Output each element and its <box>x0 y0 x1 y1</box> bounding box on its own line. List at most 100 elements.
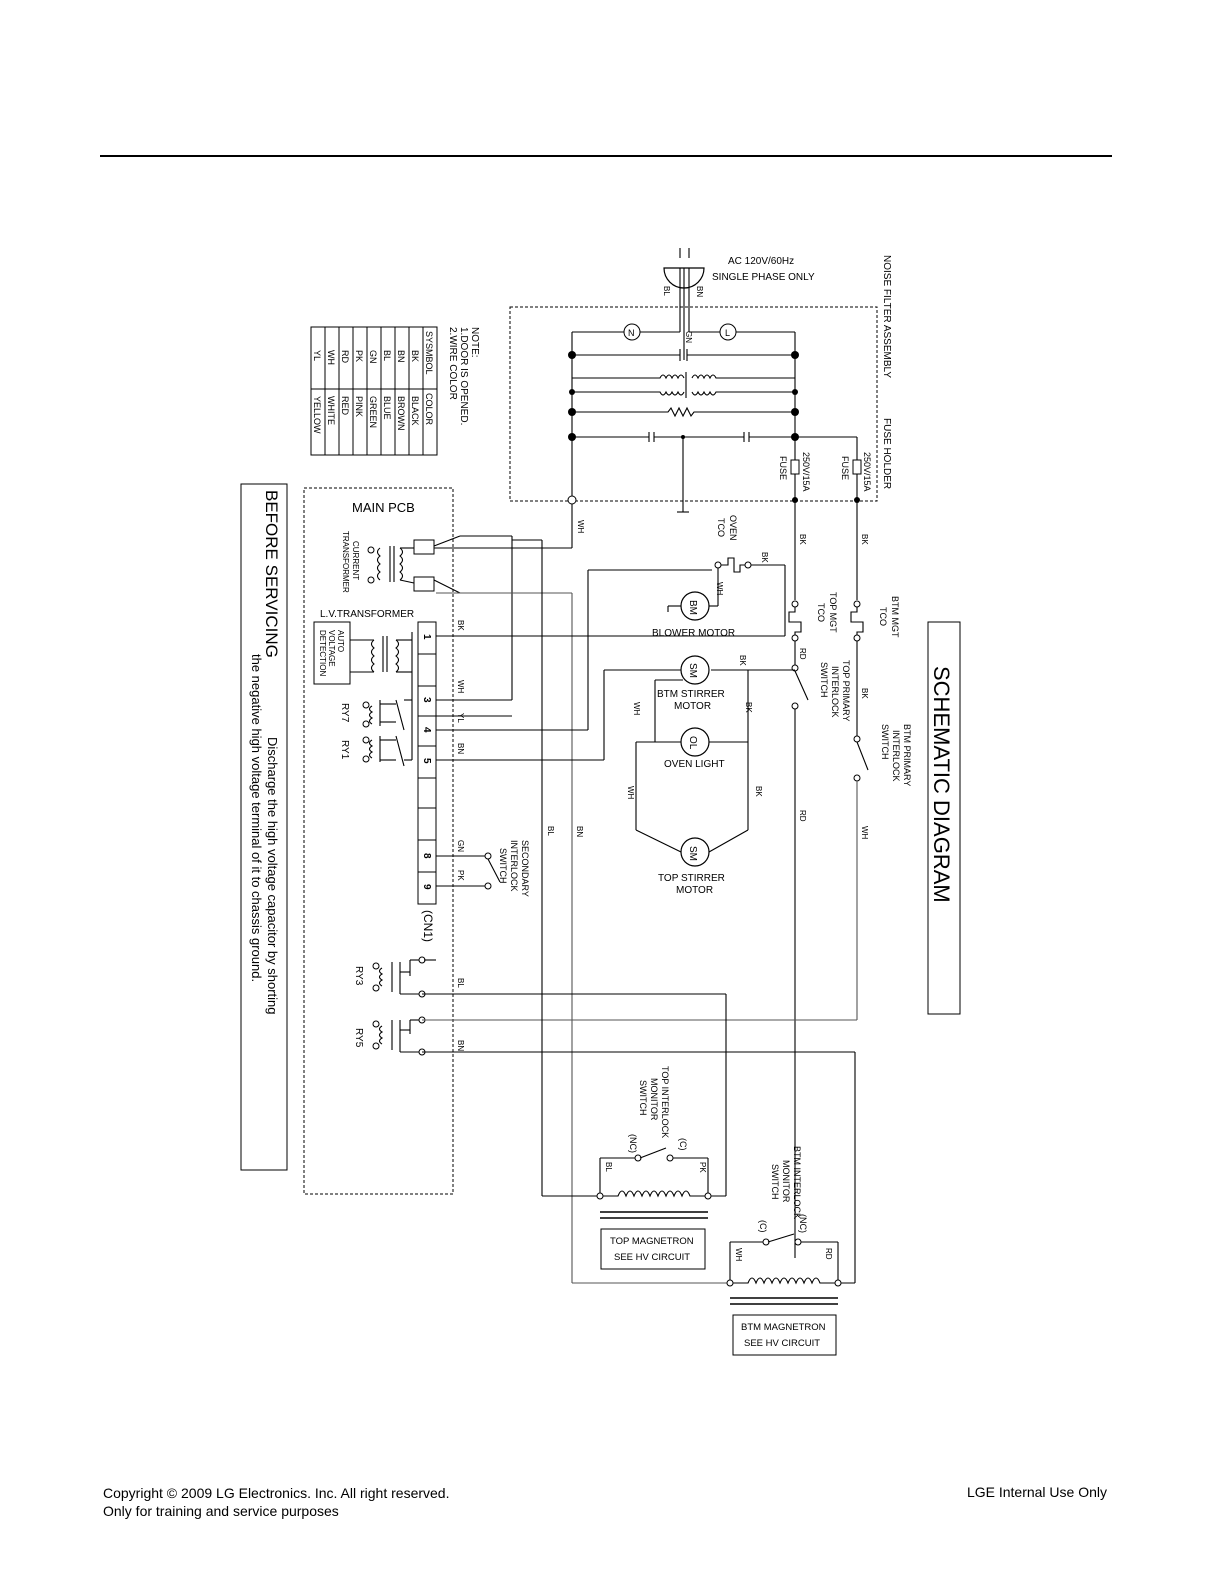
cn1-pin: 3 <box>421 697 432 703</box>
wire-label-bn: BN <box>695 286 704 297</box>
btm-monitor-label: SWITCH <box>770 1164 780 1200</box>
top-monitor-label: MONITOR <box>649 1078 659 1121</box>
note-header-symbol: SYSMBOL <box>424 331 434 375</box>
cn1-pin: 9 <box>421 884 432 890</box>
note-row-color: RED <box>340 396 350 416</box>
btm-monitor-c: (C) <box>758 1220 768 1233</box>
footer-left: Copyright © 2009 LG Electronics. Inc. Al… <box>103 1484 449 1520</box>
note-row-color: GREEN <box>368 396 378 428</box>
wire-label: BK <box>738 655 747 666</box>
wire-label: WH <box>632 702 641 716</box>
btm-magnetron-label: BTM MAGNETRON <box>741 1322 826 1333</box>
note-row-symbol: BN <box>396 350 406 363</box>
top-stirrer-label: TOP STIRRER <box>658 873 725 884</box>
btm-monitor-label: BTM INTERLOCK <box>792 1146 802 1219</box>
secondary-switch-label: SECONDARY <box>520 840 530 897</box>
note-row-symbol: PK <box>354 350 364 362</box>
blower-motor-symbol: BM <box>687 600 698 615</box>
cn1-pin: 8 <box>421 853 432 859</box>
top-primary-label: TOP PRIMARY <box>841 660 851 722</box>
btm-monitor-nc: (NC) <box>798 1214 808 1233</box>
btm-mgt-tco-label: TCO <box>878 607 888 626</box>
before-servicing-line2: the negative high voltage terminal of it… <box>249 654 264 982</box>
noise-filter-label: NOISE FILTER ASSEMBLY <box>881 255 892 378</box>
current-transformer-label: CURRENT <box>351 541 360 580</box>
btm-magnetron-label: SEE HV CIRCUIT <box>744 1338 820 1349</box>
top-primary-label: INTERLOCK <box>830 666 840 718</box>
wire-label: BK <box>456 620 465 631</box>
current-transformer-label: TRANSFORMER <box>341 531 350 593</box>
before-servicing-box <box>240 483 288 1171</box>
relay-ry5-label: RY5 <box>353 1028 364 1048</box>
top-monitor-label: TOP INTERLOCK <box>660 1066 670 1138</box>
top-stirrer-symbol: SM <box>687 846 698 861</box>
relay-ry3-ry5: RY3 RY5 <box>353 956 426 1056</box>
btm-stirrer-symbol: SM <box>687 663 698 678</box>
wire-label: WH <box>715 582 724 596</box>
fuse-label: FUSE <box>840 456 850 480</box>
top-magnetron-label: TOP MAGNETRON <box>610 1236 694 1247</box>
wire-label: WH <box>626 786 635 800</box>
lv-transformer-label: L.V.TRANSFORMER <box>320 609 414 620</box>
oven-light-symbol: OL <box>687 736 698 750</box>
top-primary-label: SWITCH <box>819 662 829 698</box>
relay-ry3-label: RY3 <box>353 966 364 986</box>
auto-voltage-label: AUTO <box>336 630 345 652</box>
relay-ry1-label: RY1 <box>339 740 350 760</box>
blower-motor-label: BLOWER MOTOR <box>652 628 735 639</box>
cn1-pin: 5 <box>421 758 432 764</box>
note-row-color: PINK <box>354 396 364 417</box>
note-row-symbol: YL <box>312 350 322 361</box>
wire-label: BK <box>860 534 869 545</box>
wire-label: BL <box>604 1162 613 1172</box>
before-servicing-line1: Discharge the high voltage capacitor by … <box>265 737 280 1015</box>
wire-label: PK <box>698 1162 707 1173</box>
wire-label: BN <box>456 1040 465 1051</box>
footer-purpose: Only for training and service purposes <box>103 1503 339 1519</box>
wire-label-bl: BL <box>662 286 671 296</box>
top-mgt-tco-label: TOP MGT <box>828 592 838 633</box>
wire-label: BN <box>456 743 465 754</box>
oven-tco-label: TCO <box>716 518 726 537</box>
btm-primary-label: SWITCH <box>880 724 890 760</box>
top-monitor-label: SWITCH <box>638 1080 648 1116</box>
cn1-label: (CN1) <box>421 910 435 942</box>
wire-label: RD <box>798 810 807 822</box>
secondary-switch-label: SWITCH <box>498 848 508 884</box>
wire-label: BK <box>760 552 769 563</box>
fuse-holder-label: FUSE HOLDER <box>881 418 892 489</box>
note-table: NOTE: 1.DOOR IS OPENED. 2.WIRE COLOR SYS… <box>310 326 480 456</box>
btm-primary-label: INTERLOCK <box>891 730 901 782</box>
wiring: WH BK BK BK OVEN TCO BK WH WH YL <box>422 500 912 1356</box>
btm-stirrer-label: BTM STIRRER <box>657 689 725 700</box>
oven-light-label: OVEN LIGHT <box>664 759 725 770</box>
noise-filter-circuit: N L <box>567 268 872 513</box>
note-row-color: BLUE <box>382 396 392 420</box>
cn1-connector: 1 3 4 5 8 9 (CN1) <box>411 621 437 942</box>
note-row-symbol: BL <box>382 350 392 361</box>
wire-label: BK <box>860 688 869 699</box>
btm-stirrer-label: MOTOR <box>674 701 711 712</box>
top-stirrer-label: MOTOR <box>676 885 713 896</box>
note-row-color: BLACK <box>410 396 420 426</box>
lv-transformer: L.V.TRANSFORMER AUTO VOLTAGE DETECTION <box>313 609 414 685</box>
noise-filter-box <box>509 306 878 502</box>
btm-primary-label: BTM PRIMARY <box>902 724 912 786</box>
cn1-pin: 4 <box>421 727 432 733</box>
fuse-rating: 250V/15A <box>801 452 811 492</box>
top-monitor-nc: (NC) <box>628 1134 638 1153</box>
wire-label: BK <box>798 534 807 545</box>
wire-label: RD <box>798 648 807 660</box>
wire-label: BK <box>754 786 763 797</box>
note-row-symbol: RD <box>340 350 350 363</box>
wire-label: BK <box>744 702 753 713</box>
fuse-rating: 250V/15A <box>862 452 872 492</box>
footer-internal: LGE Internal Use Only <box>966 1484 1107 1500</box>
top-magnetron-label: SEE HV CIRCUIT <box>614 1252 690 1263</box>
note-line2: 2.WIRE COLOR <box>447 327 458 400</box>
note-row-symbol: BK <box>410 350 420 362</box>
relay-ry7-ry1: RY7 RY1 <box>339 699 412 767</box>
diagram-title: SCHEMATIC DIAGRAM <box>929 666 954 903</box>
relay-ry7-label: RY7 <box>339 703 350 723</box>
